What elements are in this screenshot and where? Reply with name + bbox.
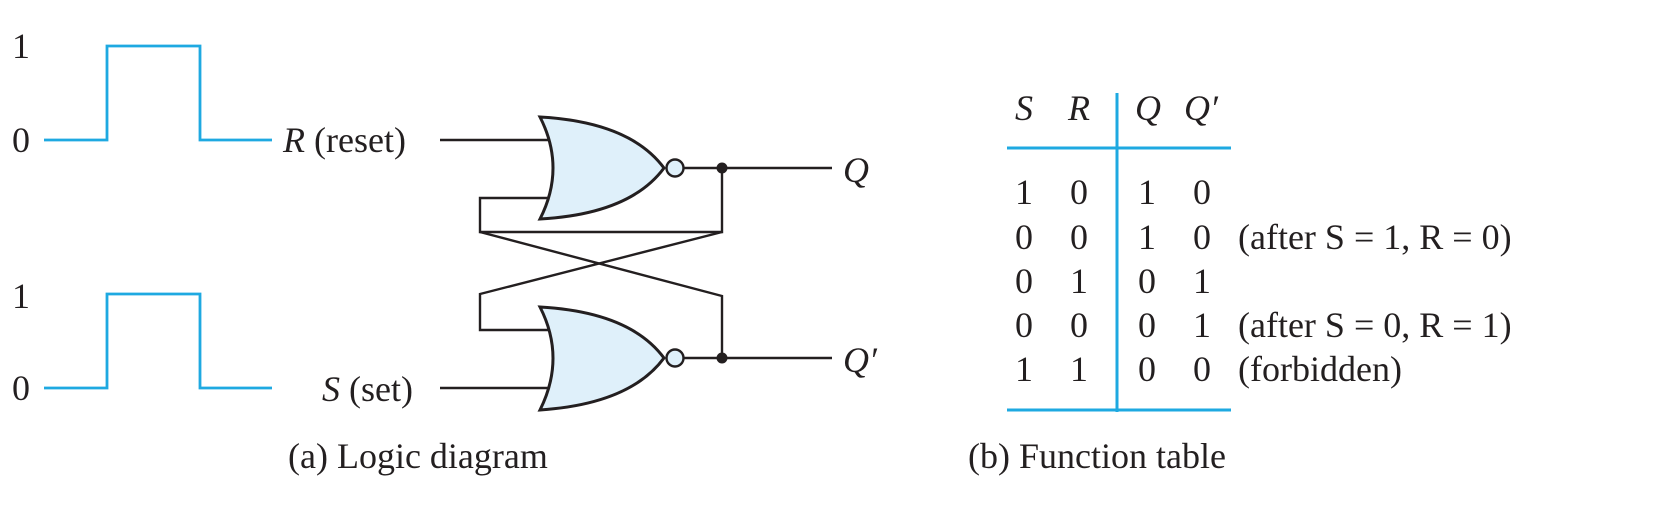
cell-s: 1 <box>1015 172 1033 212</box>
circuit-wires <box>440 138 832 390</box>
waveform-r-pulse <box>44 44 272 142</box>
cell-s: 0 <box>1015 305 1033 345</box>
caption-logic-diagram: (a) Logic diagram <box>288 436 548 476</box>
input-s-label: S (set) <box>322 369 413 409</box>
waveform-r: 1 0 <box>12 26 272 160</box>
cell-qprime: 0 <box>1193 349 1211 389</box>
nor-gate-upper <box>537 115 685 221</box>
cell-q: 1 <box>1138 217 1156 257</box>
cell-q: 0 <box>1138 261 1156 301</box>
cell-r: 0 <box>1070 305 1088 345</box>
table-header-qprime: Q′ <box>1184 88 1219 128</box>
table-row: 1 0 1 0 <box>1015 172 1211 212</box>
table-header-r: R <box>1067 88 1090 128</box>
cell-qprime: 0 <box>1193 172 1211 212</box>
waveform-r-high-label: 1 <box>12 26 30 66</box>
waveform-r-low-label: 0 <box>12 120 30 160</box>
feedback-q-to-lower-gate <box>478 230 723 332</box>
feedback-qprime-to-upper-gate <box>479 230 724 358</box>
cell-r: 0 <box>1070 217 1088 257</box>
cell-s: 0 <box>1015 261 1033 301</box>
waveform-s-low-label: 0 <box>12 368 30 408</box>
cell-s: 0 <box>1015 217 1033 257</box>
nor-gate-lower-body <box>537 305 666 412</box>
cell-r: 1 <box>1070 349 1088 389</box>
table-row: 0 1 0 1 <box>1015 261 1211 301</box>
table-row: 0 0 1 0 (after S = 1, R = 0) <box>1015 217 1512 257</box>
input-r-label: R (reset) <box>282 120 406 160</box>
output-qprime-label: Q′ <box>843 340 878 380</box>
waveform-s-pulse <box>44 292 272 390</box>
cell-note: (after S = 1, R = 0) <box>1238 217 1512 257</box>
cell-note: (forbidden) <box>1238 349 1402 389</box>
table-row: 1 1 0 0 (forbidden) <box>1015 349 1402 389</box>
cell-r: 0 <box>1070 172 1088 212</box>
table-row: 0 0 0 1 (after S = 0, R = 1) <box>1015 305 1512 345</box>
cell-q: 1 <box>1138 172 1156 212</box>
cell-qprime: 1 <box>1193 305 1211 345</box>
junction-dot-qprime <box>716 352 728 364</box>
cell-r: 1 <box>1070 261 1088 301</box>
junction-dot-q <box>716 162 728 174</box>
function-table: S R Q Q′ 1 0 1 0 0 0 1 0 (after S = 1, R… <box>1007 88 1512 412</box>
cell-q: 0 <box>1138 349 1156 389</box>
cell-note: (after S = 0, R = 1) <box>1238 305 1512 345</box>
waveform-s-high-label: 1 <box>12 276 30 316</box>
nor-gate-upper-bubble <box>665 158 685 178</box>
output-q-label: Q <box>843 150 869 190</box>
cell-qprime: 1 <box>1193 261 1211 301</box>
waveform-s: 1 0 <box>12 276 272 408</box>
nor-gate-lower-bubble <box>665 348 685 368</box>
table-header-s: S <box>1015 88 1033 128</box>
cell-q: 0 <box>1138 305 1156 345</box>
cell-s: 1 <box>1015 349 1033 389</box>
nor-gate-upper-body <box>537 115 666 221</box>
cell-qprime: 0 <box>1193 217 1211 257</box>
nor-gate-lower <box>537 305 685 412</box>
caption-function-table: (b) Function table <box>968 436 1226 476</box>
table-header-q: Q <box>1135 88 1161 128</box>
